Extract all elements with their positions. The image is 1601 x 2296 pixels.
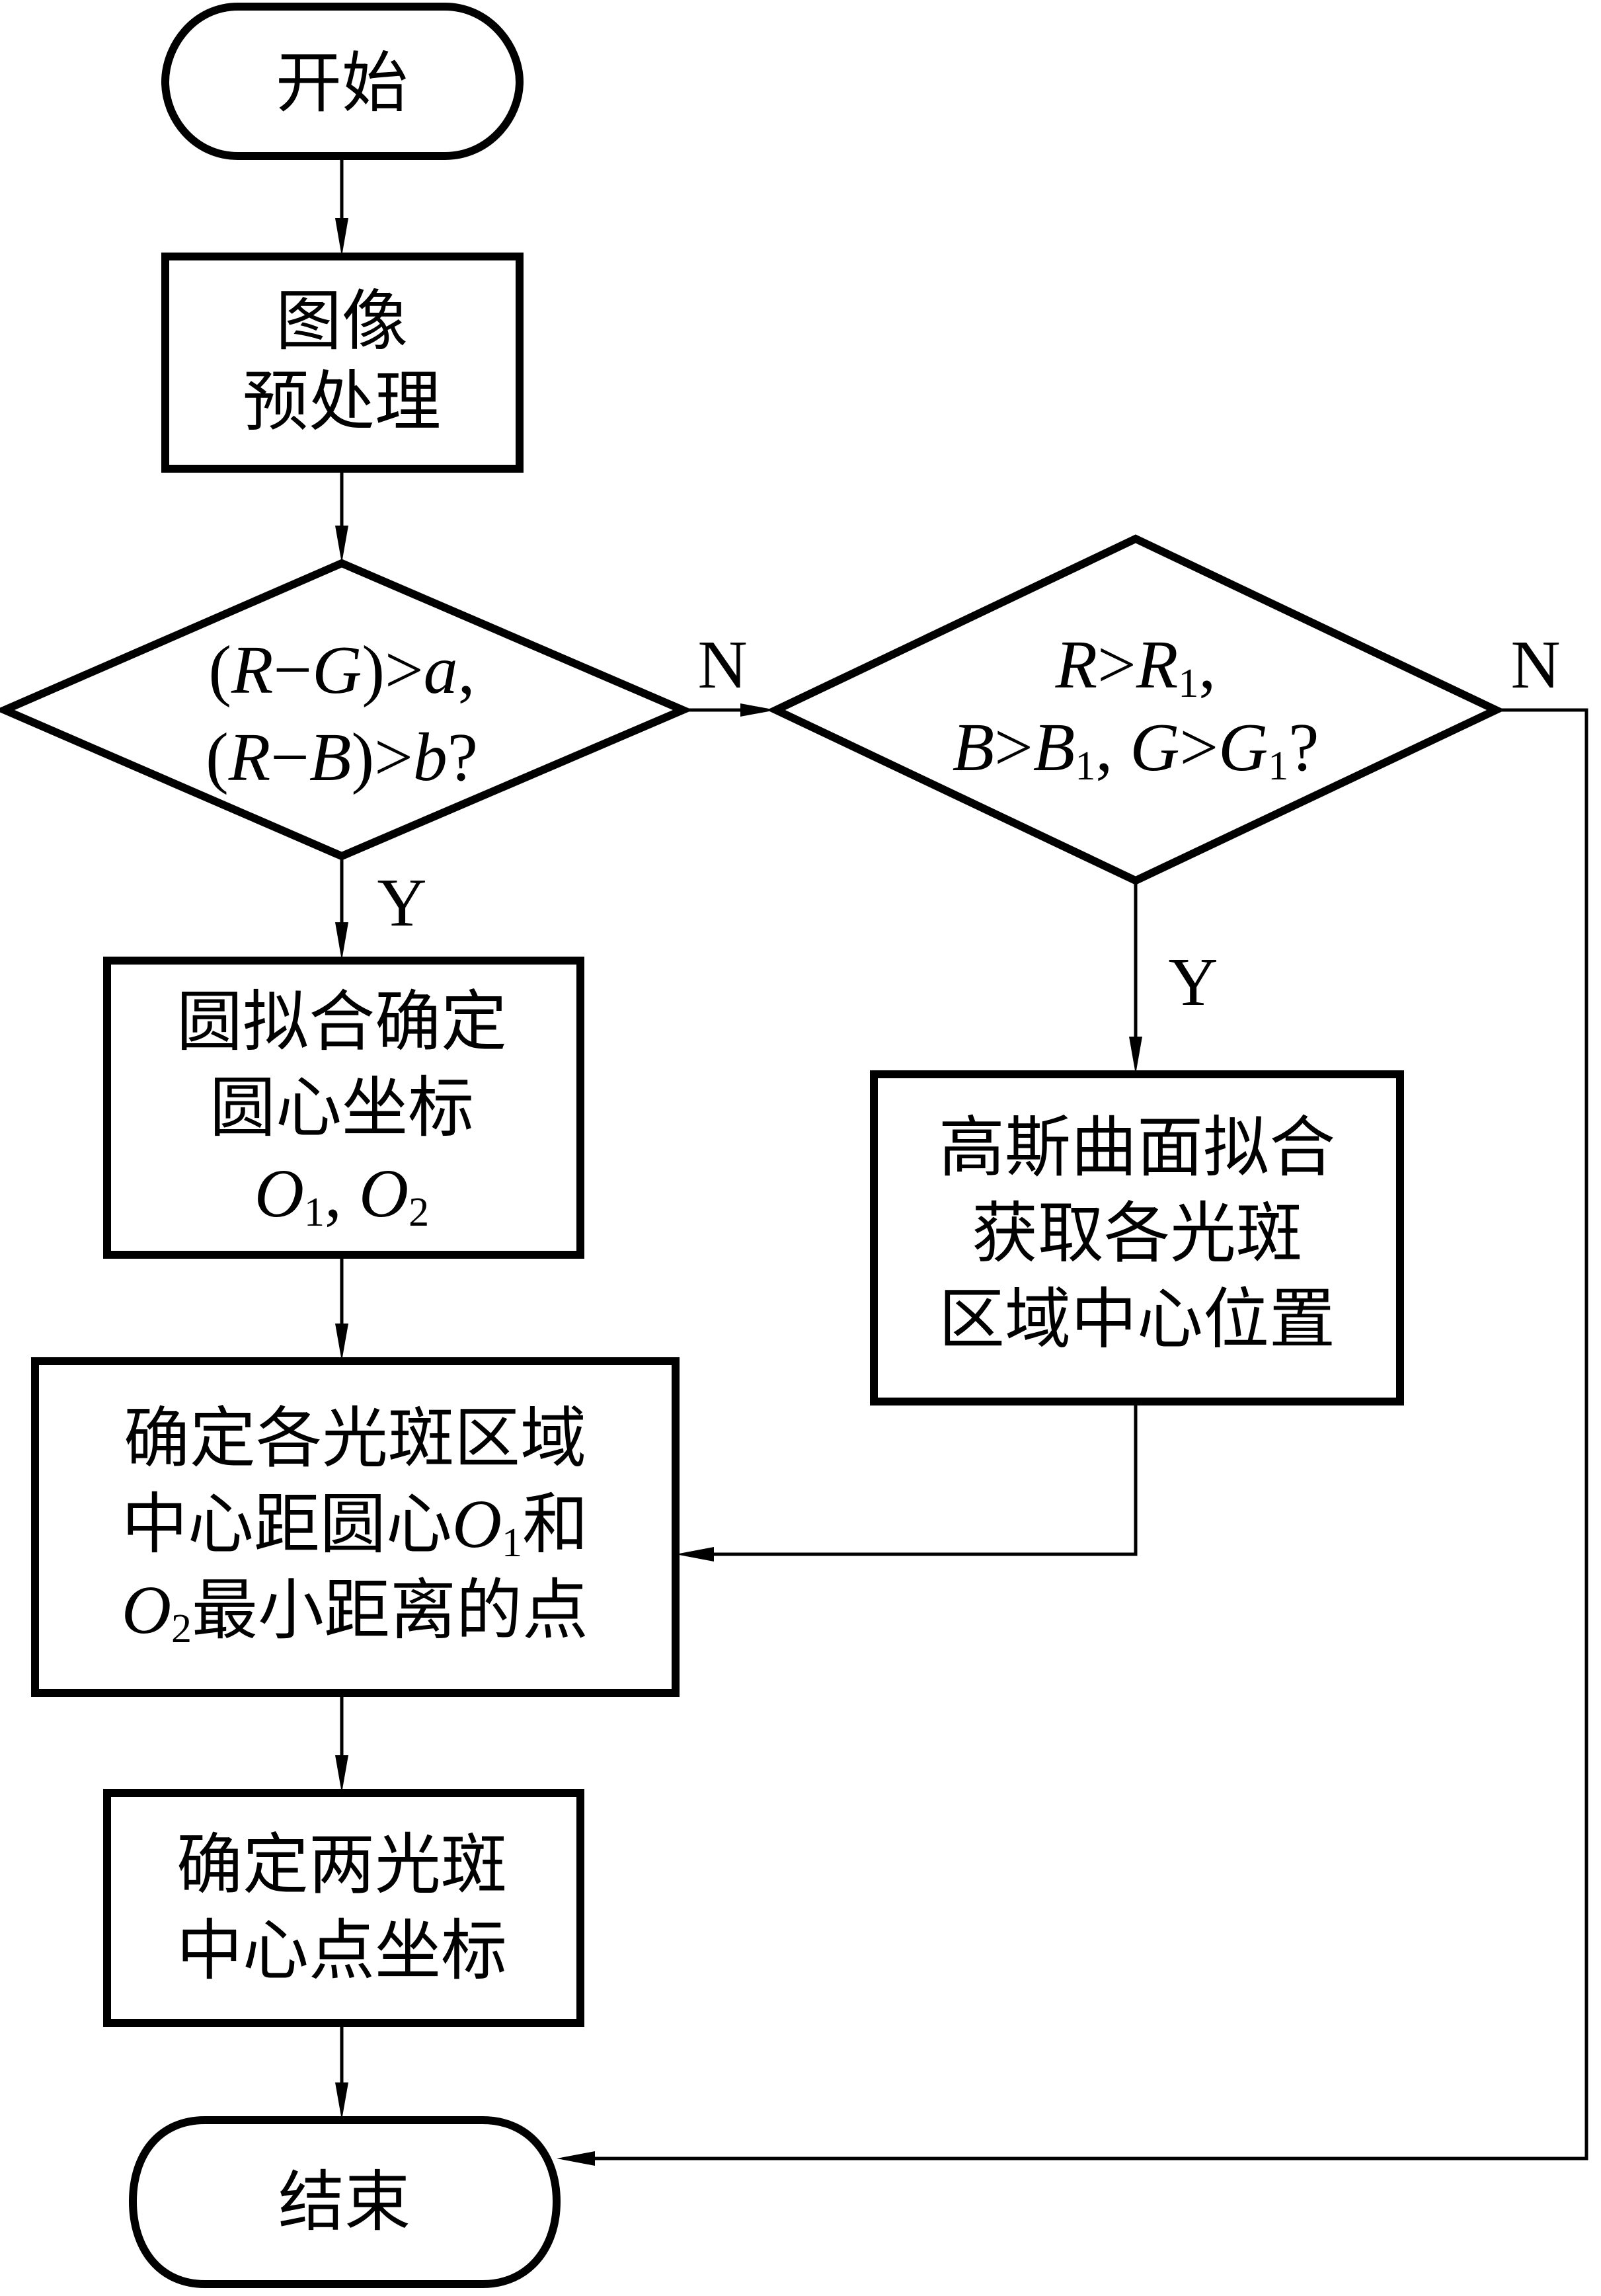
preprocess-label-line1: 图像 (276, 282, 408, 360)
arrowhead (335, 526, 348, 563)
decision1-condition-line2: (R−B)>b? (206, 719, 478, 795)
decision2-yes-label: Y (1168, 944, 1218, 1020)
end-node: 结束 (128, 2116, 561, 2288)
preprocess-node: 图像 预处理 (161, 253, 524, 473)
min-distance-line3: O2最小距离的点 (122, 1571, 588, 1651)
connector-gaussfit-to-mindistance (714, 1402, 1138, 1556)
arrowhead (557, 2151, 595, 2166)
decision1-node: (R−G)>a, (R−B)>b? N Y (0, 559, 748, 941)
final-coords-line2: 中心点坐标 (176, 1912, 507, 1989)
decision2-condition-line1: R>R1, (1055, 627, 1216, 706)
arrowhead (676, 1547, 714, 1562)
min-distance-node: 确定各光斑区域 中心距圆心O1和 O2最小距离的点 (31, 1357, 680, 1697)
circle-fit-coords: O1, O2 (254, 1156, 429, 1235)
min-distance-line2: 中心距圆心O1和 (122, 1485, 588, 1565)
connectors (335, 157, 1588, 2166)
start-label: 开始 (276, 44, 408, 122)
decision1-yes-label: Y (377, 865, 426, 941)
start-node: 开始 (161, 2, 524, 160)
final-coords-line1: 确定两光斑 (176, 1826, 507, 1903)
gauss-fit-node: 高斯曲面拟合 获取各光斑 区域中心位置 (870, 1070, 1404, 1405)
arrowhead (740, 703, 776, 717)
arrowhead (335, 1755, 348, 1793)
arrowhead (335, 1324, 348, 1361)
end-label: 结束 (278, 2163, 410, 2240)
decision1-no-label: N (697, 627, 747, 703)
circle-fit-line2: 圆心坐标 (210, 1069, 474, 1146)
final-coords-node: 确定两光斑 中心点坐标 (103, 1789, 584, 2027)
min-distance-line1: 确定各光斑区域 (124, 1400, 586, 1477)
circle-fit-node: 圆拟合确定 圆心坐标 O1, O2 (103, 957, 584, 1259)
preprocess-label-line2: 预处理 (243, 363, 441, 440)
connector-decision2-no (595, 708, 1588, 2160)
gauss-fit-line1: 高斯曲面拟合 (939, 1109, 1335, 1186)
decision2-condition-line2: B>B1, G>G1? (953, 709, 1319, 789)
decision1-condition-line1: (R−G)>a, (208, 632, 475, 708)
gauss-fit-line2: 获取各光斑 (972, 1195, 1302, 1272)
circle-fit-line1: 圆拟合确定 (176, 983, 507, 1060)
arrowhead (335, 922, 348, 961)
gauss-fit-line3: 区域中心位置 (939, 1281, 1335, 1358)
decision2-no-label: N (1510, 627, 1560, 703)
arrowhead (335, 218, 348, 257)
decision2-node: R>R1, B>B1, G>G1? N Y (767, 534, 1561, 1020)
arrowhead (1129, 1037, 1142, 1074)
arrowhead (335, 2082, 348, 2120)
